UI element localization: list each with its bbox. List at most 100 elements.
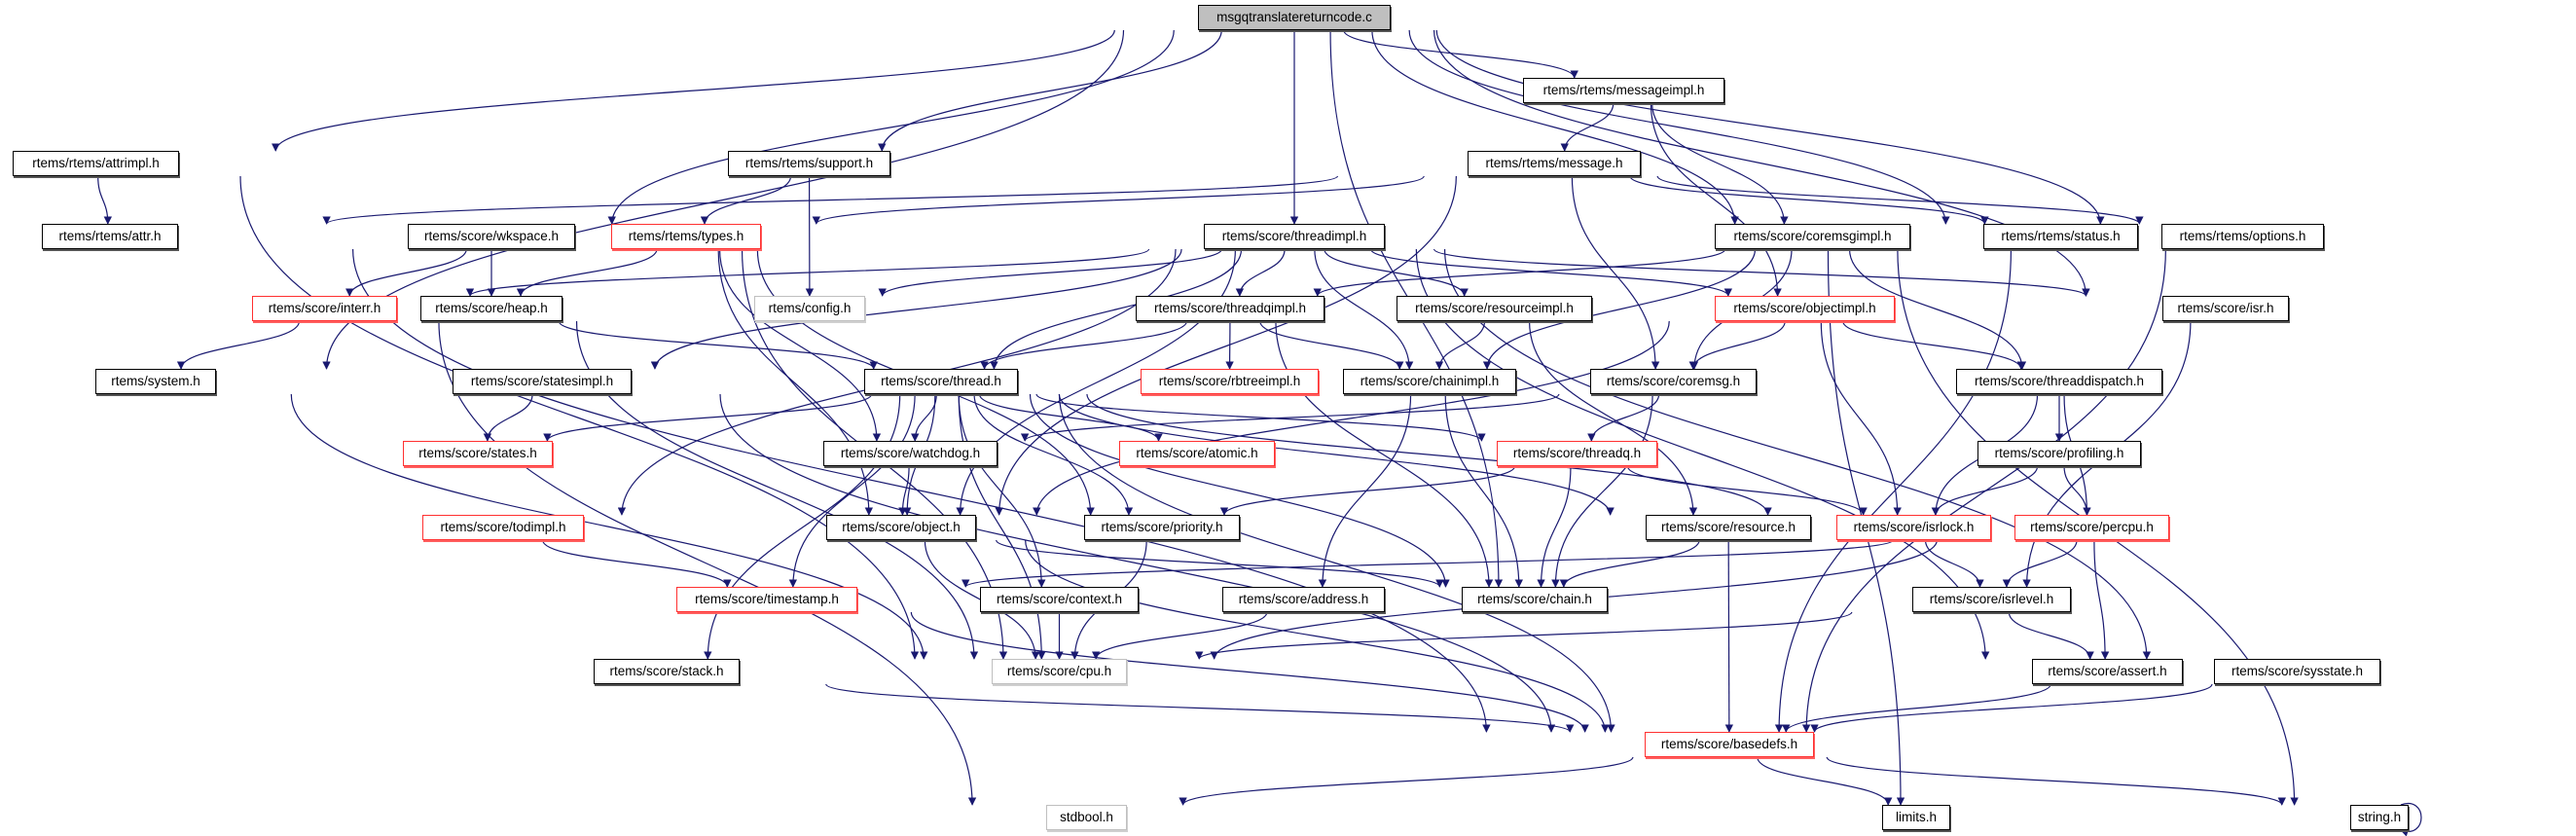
edge-coremsg-to-chain (1551, 393, 1653, 588)
edge-percpu-to-assert (2093, 539, 2110, 660)
node-isrlock[interactable]: rtems/score/isrlock.h (1836, 515, 1991, 540)
node-percpu[interactable]: rtems/score/percpu.h (2014, 515, 2169, 540)
node-threadq[interactable]: rtems/score/threadq.h (1497, 441, 1657, 466)
node-config[interactable]: rtems/config.h (754, 296, 865, 321)
node-basedefs[interactable]: rtems/score/basedefs.h (1645, 732, 1814, 757)
edge-basedefs-to-limits (1757, 756, 1893, 806)
edge-statesimpl-to-basedefs (719, 393, 1556, 733)
node-limits[interactable]: limits.h (1882, 805, 1950, 830)
edge-coremsg-to-threadq (1587, 393, 1660, 442)
node-messageimpl[interactable]: rtems/rtems/messageimpl.h (1523, 78, 1724, 103)
edge-isrlock-to-isrlevel (1924, 539, 1984, 588)
edge-stack-to-basedefs (825, 683, 1575, 733)
node-interr[interactable]: rtems/score/interr.h (252, 296, 397, 321)
node-system[interactable]: rtems/system.h (95, 369, 216, 394)
node-isrlevel[interactable]: rtems/score/isrlevel.h (1912, 587, 2071, 612)
edge-message-to-status (1629, 175, 1989, 225)
edge-objectimpl-to-coremsg (1688, 320, 1786, 370)
edge-threadq-to-chain (1537, 465, 1572, 588)
edge-thread-to-atomic (978, 393, 1163, 442)
node-sysstate[interactable]: rtems/score/sysstate.h (2214, 659, 2380, 684)
node-threadimpl[interactable]: rtems/score/threadimpl.h (1204, 224, 1385, 249)
edge-interr-to-stdbool (438, 320, 977, 806)
edge-threadqimpl-to-chainimpl (1259, 320, 1404, 370)
node-wkspace[interactable]: rtems/score/wkspace.h (408, 224, 575, 249)
edge-threadimpl-to-thread (990, 248, 1243, 370)
node-atomic[interactable]: rtems/score/atomic.h (1119, 441, 1275, 466)
edge-main-to-wkspace (607, 29, 1175, 225)
edge-objectimpl-to-object (1033, 320, 1670, 516)
node-attrimpl[interactable]: rtems/rtems/attrimpl.h (13, 151, 179, 176)
node-status[interactable]: rtems/rtems/status.h (1983, 224, 2138, 249)
edge-resource-to-basedefs (1724, 539, 1734, 733)
node-coremsgimpl[interactable]: rtems/score/coremsgimpl.h (1715, 224, 1910, 249)
node-assert[interactable]: rtems/score/assert.h (2032, 659, 2183, 684)
edge-thread-to-resource (1058, 393, 1615, 516)
node-todimpl[interactable]: rtems/score/todimpl.h (422, 515, 584, 540)
edge-threadimpl-to-assert (1415, 248, 1990, 660)
edge-threadimpl-to-objectimpl (1370, 248, 1732, 297)
edge-assert-to-basedefs (1782, 683, 2051, 733)
edge-basedefs-to-string (1826, 756, 2286, 806)
node-priority[interactable]: rtems/score/priority.h (1084, 515, 1240, 540)
edge-threadqimpl-to-chain (1275, 320, 1494, 588)
node-stack[interactable]: rtems/score/stack.h (594, 659, 740, 684)
node-threadqimpl[interactable]: rtems/score/threadqimpl.h (1136, 296, 1324, 321)
node-types[interactable]: rtems/rtems/types.h (611, 224, 761, 249)
node-objectimpl[interactable]: rtems/score/objectimpl.h (1715, 296, 1895, 321)
node-attr[interactable]: rtems/rtems/attr.h (42, 224, 178, 249)
node-chainimpl[interactable]: rtems/score/chainimpl.h (1343, 369, 1516, 394)
edge-percpu-to-timestamp (961, 539, 1894, 588)
node-cpu[interactable]: rtems/score/cpu.h (992, 659, 1127, 684)
edge-todimpl-to-timestamp (542, 539, 732, 588)
node-resource[interactable]: rtems/score/resource.h (1646, 515, 1811, 540)
node-chain[interactable]: rtems/score/chain.h (1462, 587, 1608, 612)
node-coremsg[interactable]: rtems/score/coremsg.h (1590, 369, 1757, 394)
node-address[interactable]: rtems/score/address.h (1222, 587, 1385, 612)
edge-main-to-messageimpl (1343, 29, 1578, 79)
edge-message-to-object (995, 175, 1457, 516)
edge-heap-to-thread (558, 320, 878, 370)
node-timestamp[interactable]: rtems/score/timestamp.h (676, 587, 857, 612)
edge-main-to-support (878, 29, 1222, 152)
node-rbtreeimpl[interactable]: rtems/score/rbtreeimpl.h (1141, 369, 1319, 394)
node-profiling[interactable]: rtems/score/profiling.h (1977, 441, 2141, 466)
edge-coremsgimpl-to-threaddispatch (1848, 248, 2027, 370)
node-states[interactable]: rtems/score/states.h (403, 441, 553, 466)
edge-threadimpl-to-sysstate (1443, 248, 2152, 660)
node-message[interactable]: rtems/rtems/message.h (1468, 151, 1641, 176)
node-context[interactable]: rtems/score/context.h (980, 587, 1139, 612)
edge-types-to-heap (516, 248, 658, 297)
node-string[interactable]: string.h (2350, 805, 2409, 830)
edge-main-to-options (1435, 29, 2105, 225)
edge-thread-to-context (958, 393, 1046, 588)
node-thread[interactable]: rtems/score/thread.h (864, 369, 1018, 394)
edge-threadimpl-to-statesimpl (650, 248, 1182, 370)
node-options[interactable]: rtems/rtems/options.h (2161, 224, 2324, 249)
node-resourceimpl[interactable]: rtems/score/resourceimpl.h (1397, 296, 1592, 321)
node-threaddispatch[interactable]: rtems/score/threaddispatch.h (1956, 369, 2162, 394)
edge-types-to-watchdog (718, 248, 882, 442)
edge-message-to-types (812, 175, 1425, 225)
node-main[interactable]: msgqtranslatereturncode.c (1198, 5, 1391, 30)
edge-resourceimpl-to-resource (1528, 320, 1698, 516)
edge-main-to-attrimpl (272, 29, 1115, 152)
node-heap[interactable]: rtems/score/heap.h (420, 296, 562, 321)
node-object[interactable]: rtems/score/object.h (826, 515, 976, 540)
edge-support-to-types (700, 175, 792, 225)
node-stdbool[interactable]: stdbool.h (1046, 805, 1127, 830)
edge-percpu-to-isrlevel (2002, 539, 2078, 588)
edge-resource-to-chain (1559, 539, 1700, 588)
edge-coremsgimpl-to-chainimpl (1482, 248, 1757, 370)
edge-threadimpl-to-config (878, 248, 1222, 297)
node-watchdog[interactable]: rtems/score/watchdog.h (823, 441, 998, 466)
edge-threadimpl-to-threadqimpl (1235, 248, 1286, 297)
edge-resourceimpl-to-chainimpl (1434, 320, 1486, 370)
edge-threadimpl-to-chainimpl (1314, 248, 1414, 370)
node-isr[interactable]: rtems/score/isr.h (2162, 296, 2289, 321)
edge-objectimpl-to-threaddispatch (1842, 320, 2025, 370)
edge-chainimpl-to-chain (1444, 393, 1523, 588)
node-support[interactable]: rtems/rtems/support.h (728, 151, 890, 176)
edge-isrlevel-to-assert (2008, 611, 2094, 660)
node-statesimpl[interactable]: rtems/score/statesimpl.h (453, 369, 632, 394)
